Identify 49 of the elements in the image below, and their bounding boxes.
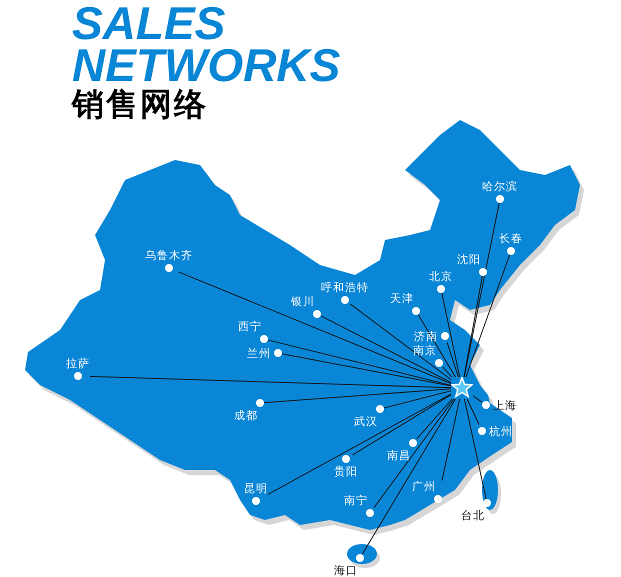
subtitle: 销售网络 bbox=[72, 86, 208, 122]
city-label: 台北 bbox=[461, 509, 485, 522]
connector-line bbox=[384, 390, 452, 408]
connector-line bbox=[320, 316, 452, 383]
connector-line bbox=[374, 398, 454, 508]
title: SALES NETWORKS bbox=[72, 2, 342, 86]
city-label: 南京 bbox=[413, 344, 437, 357]
connector-line bbox=[350, 304, 452, 380]
connector-line bbox=[465, 254, 510, 378]
connector-line bbox=[352, 394, 452, 456]
connector-line bbox=[90, 376, 452, 388]
city-label: 西宁 bbox=[238, 320, 262, 333]
connector-line bbox=[362, 398, 456, 554]
connector-line bbox=[282, 353, 452, 386]
city-label: 成都 bbox=[234, 409, 258, 422]
connector-line bbox=[268, 394, 452, 495]
city-label: 兰州 bbox=[247, 346, 271, 360]
city-label: 银川 bbox=[291, 295, 315, 308]
connector-line bbox=[264, 388, 452, 404]
connector-line bbox=[442, 398, 460, 481]
connector-line bbox=[446, 342, 459, 378]
city-label: 海口 bbox=[334, 564, 358, 577]
city-label: 呼和浩特 bbox=[321, 281, 369, 294]
city-label: 哈尔滨 bbox=[482, 180, 518, 193]
city-label: 乌鲁木齐 bbox=[145, 249, 193, 262]
connector-line bbox=[464, 276, 483, 378]
city-label: 广州 bbox=[412, 480, 436, 493]
city-label: 长春 bbox=[499, 232, 523, 245]
city-label: 武汉 bbox=[354, 415, 378, 428]
connector-line bbox=[418, 314, 456, 378]
city-label: 北京 bbox=[429, 270, 453, 283]
city-label: 上海 bbox=[493, 398, 517, 412]
city-label: 昆明 bbox=[244, 482, 268, 495]
city-label: 南宁 bbox=[344, 494, 368, 507]
connector-line bbox=[441, 292, 460, 378]
connector-line bbox=[416, 398, 453, 440]
city-label: 杭州 bbox=[489, 424, 513, 438]
connector-line bbox=[466, 398, 480, 425]
connector-line bbox=[464, 398, 487, 500]
city-label: 贵阳 bbox=[334, 465, 358, 478]
connector-line bbox=[178, 272, 452, 384]
connector-line bbox=[442, 366, 452, 378]
connector-line bbox=[472, 395, 482, 403]
city-label: 拉萨 bbox=[66, 357, 90, 370]
city-label: 天津 bbox=[390, 292, 414, 305]
city-label: 南昌 bbox=[387, 449, 411, 462]
connector-line bbox=[268, 340, 452, 386]
connector-line bbox=[464, 202, 500, 378]
city-label: 沈阳 bbox=[457, 253, 481, 266]
